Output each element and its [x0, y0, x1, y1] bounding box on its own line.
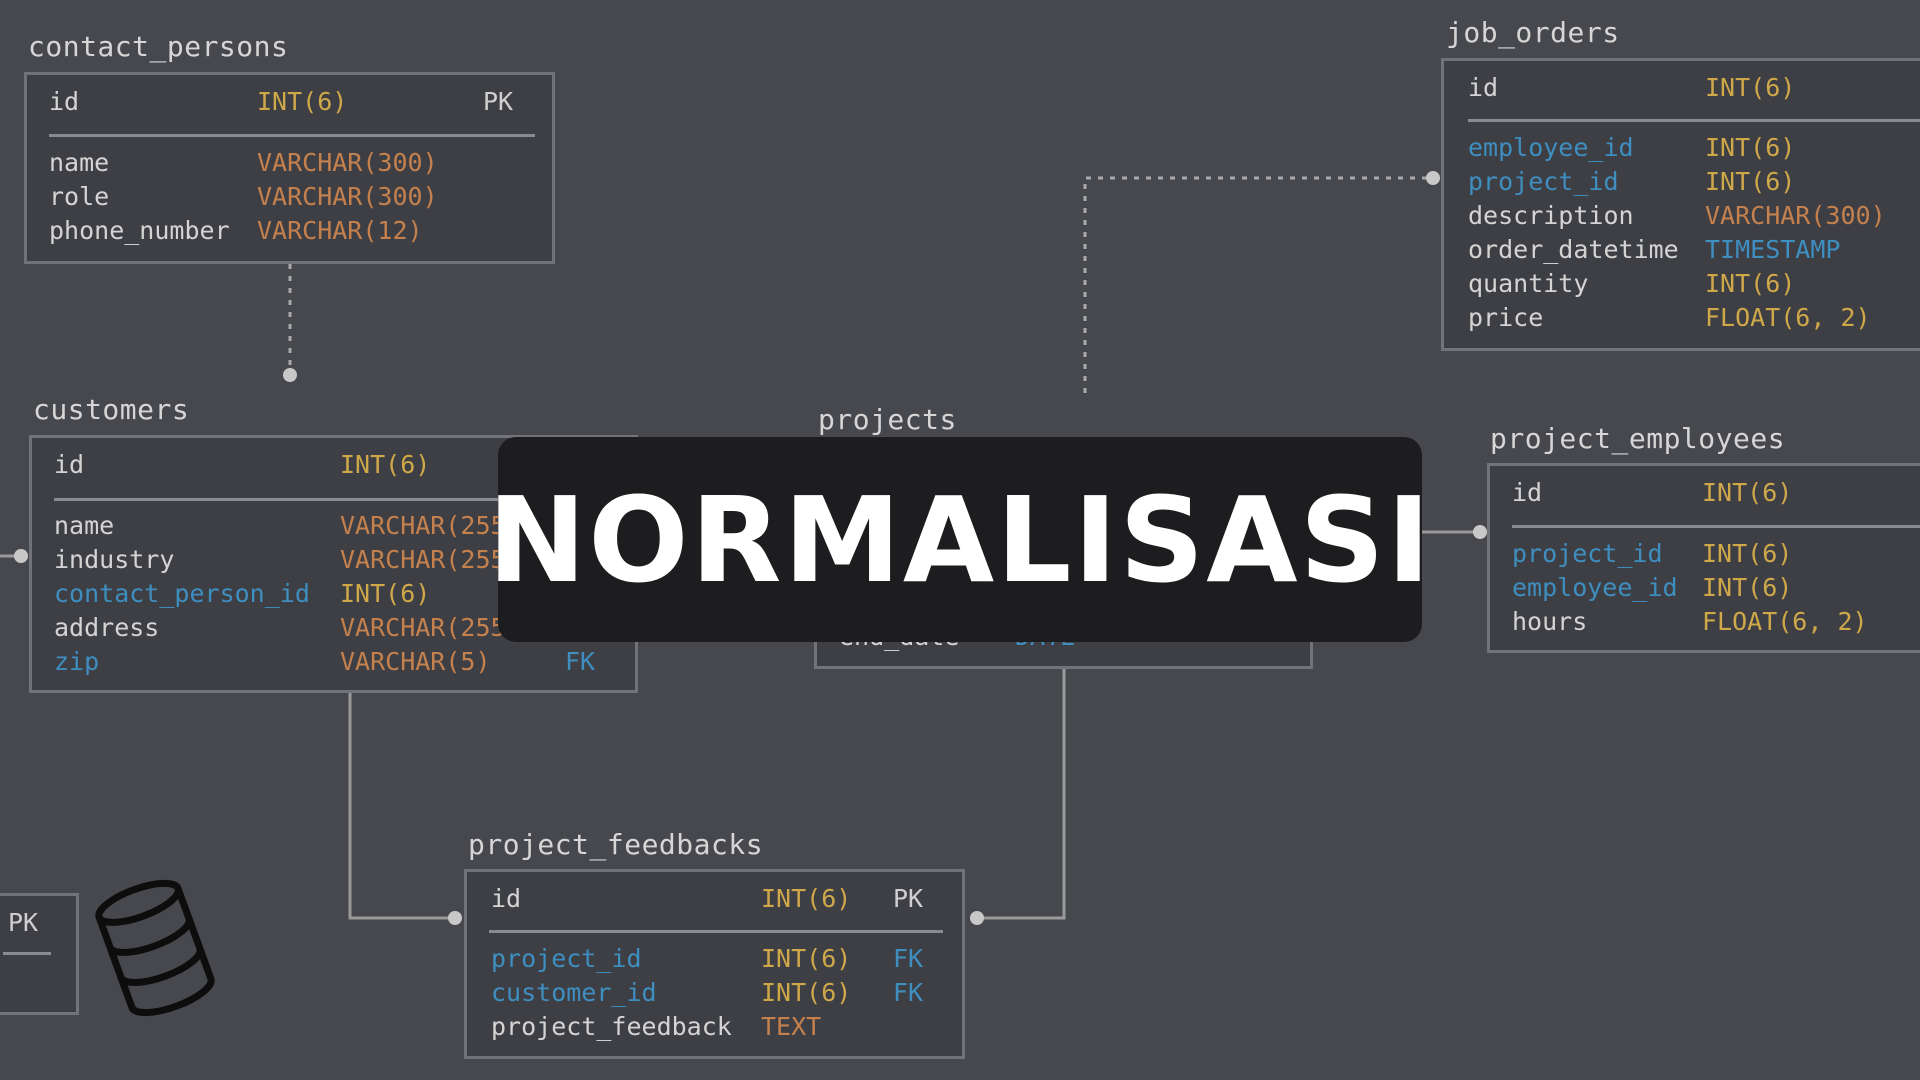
field-name: address — [54, 613, 160, 642]
title-banner: NORMALISASI — [487, 437, 1433, 642]
rel-endpoint-dot — [1473, 525, 1487, 539]
pk-separator — [1468, 119, 1920, 122]
field-type: INT(6) — [761, 978, 852, 1007]
table-title-customers: customers — [33, 393, 190, 426]
pk-field: id — [54, 450, 85, 479]
field-type: VARCHAR(300) — [1705, 201, 1886, 230]
table-title-project-feedbacks: project_feedbacks — [468, 828, 764, 861]
field-name: description — [1468, 201, 1634, 230]
table-contact-persons: id INT(6) PK name VARCHAR(300) role VARC… — [24, 72, 555, 264]
rel-endpoint-dot — [970, 911, 984, 925]
pk-separator — [3, 952, 51, 955]
field-name: price — [1468, 303, 1544, 332]
pk-type: INT(6) — [257, 87, 348, 116]
field-name: order_datetime — [1468, 235, 1679, 264]
rel-endpoint-dot — [1426, 171, 1440, 185]
table-project-employees: id INT(6) project_id INT(6) employee_id … — [1487, 463, 1920, 653]
fk-badge: FK — [565, 647, 596, 676]
field-type: VARCHAR(255) — [340, 511, 521, 540]
field-name: hours — [1512, 607, 1588, 636]
field-type: INT(6) — [1705, 133, 1796, 162]
field-type: FLOAT(6, 2) — [1702, 607, 1868, 636]
field-type: INT(6) — [761, 944, 852, 973]
rel-projects-job-orders — [1083, 176, 1430, 393]
field-name-fk: employee_id — [1468, 133, 1634, 162]
pk-field: id — [1512, 478, 1543, 507]
rel-endpoint-dot — [14, 549, 28, 563]
pk-type: INT(6) — [1702, 478, 1793, 507]
field-type: FLOAT(6, 2) — [1705, 303, 1871, 332]
pk-badge: PK — [8, 908, 39, 937]
field-type: VARCHAR(12) — [257, 216, 423, 245]
field-type: VARCHAR(5) — [340, 647, 491, 676]
pk-type: INT(6) — [340, 450, 431, 479]
field-name-fk: customer_id — [491, 978, 657, 1007]
field-name-fk: project_id — [1512, 539, 1663, 568]
pk-separator — [49, 134, 535, 137]
field-type: VARCHAR(255) — [340, 545, 521, 574]
pk-field: id — [1468, 73, 1499, 102]
table-project-feedbacks: id INT(6) PK project_id INT(6) FK custom… — [464, 869, 965, 1059]
pk-separator — [489, 930, 943, 933]
field-type: INT(6) — [1705, 269, 1796, 298]
field-name: name — [54, 511, 115, 540]
pk-separator — [54, 498, 614, 501]
pk-type: INT(6) — [1705, 73, 1796, 102]
database-icon — [95, 879, 215, 1017]
fk-badge: FK — [893, 978, 924, 1007]
pk-field: id — [491, 884, 522, 913]
field-type: VARCHAR(300) — [257, 182, 438, 211]
field-name: role — [49, 182, 110, 211]
field-type: INT(6) — [340, 579, 431, 608]
field-name: quantity — [1468, 269, 1589, 298]
pk-badge: PK — [893, 884, 924, 913]
field-type: INT(6) — [1702, 539, 1793, 568]
pk-separator — [1512, 525, 1920, 528]
pk-type: INT(6) — [761, 884, 852, 913]
rel-projects-project-feedbacks — [980, 668, 1066, 920]
rel-endpoint-dot — [448, 911, 462, 925]
pk-field: id — [49, 87, 80, 116]
table-title-project-employees: project_employees — [1490, 422, 1786, 455]
table-title-contact-persons: contact_persons — [28, 30, 289, 63]
field-type: INT(6) — [1705, 167, 1796, 196]
rel-customers-project-feedbacks — [348, 692, 452, 920]
field-name: phone_number — [49, 216, 230, 245]
field-name-fk: contact_person_id — [54, 579, 310, 608]
field-type: VARCHAR(255) — [340, 613, 521, 642]
field-name: name — [49, 148, 110, 177]
field-name-fk: employee_id — [1512, 573, 1678, 602]
table-job-orders: id INT(6) employee_id INT(6) project_id … — [1441, 58, 1920, 351]
pk-badge: PK — [483, 87, 514, 116]
table-title-job-orders: job_orders — [1446, 16, 1620, 49]
table-title-projects: projects — [818, 403, 957, 436]
field-name-fk: zip — [54, 647, 100, 676]
field-name-fk: project_id — [1468, 167, 1619, 196]
table-partial-offscreen: PK — [0, 893, 79, 1015]
field-type: TEXT — [761, 1012, 822, 1041]
field-type: TIMESTAMP — [1705, 235, 1841, 264]
field-type: VARCHAR(300) — [257, 148, 438, 177]
field-name: project_feedback — [491, 1012, 732, 1041]
field-name-fk: project_id — [491, 944, 642, 973]
field-name: industry — [54, 545, 175, 574]
page-title: NORMALISASI — [487, 470, 1433, 609]
fk-badge: FK — [893, 944, 924, 973]
rel-endpoint-dot — [283, 368, 297, 382]
field-type: INT(6) — [1702, 573, 1793, 602]
